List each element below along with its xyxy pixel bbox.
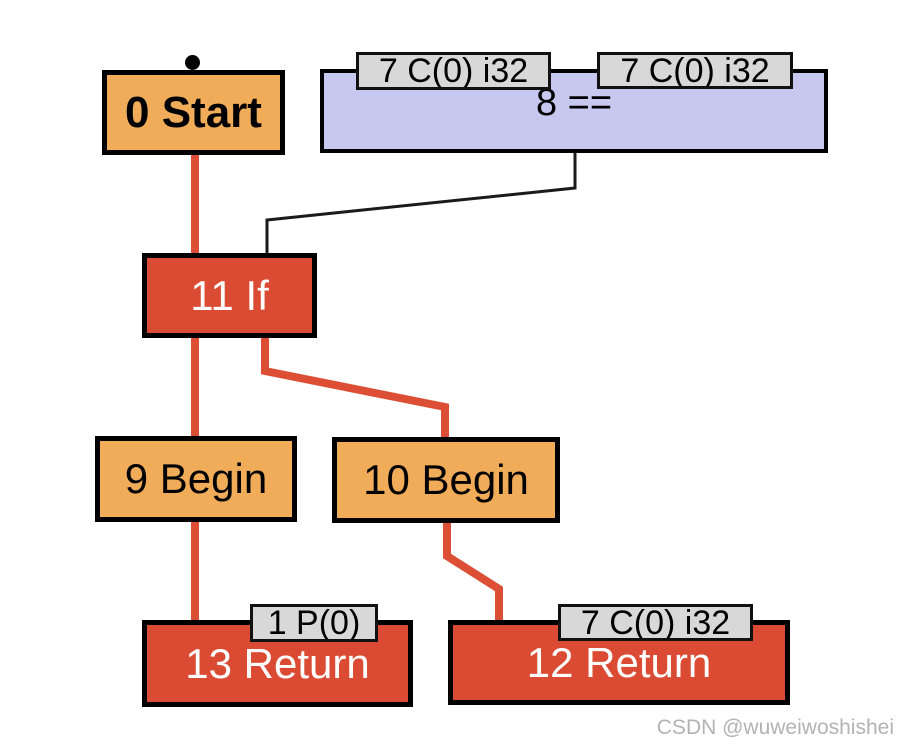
node-10-begin[interactable]: 10 Begin: [332, 437, 560, 523]
edge-eq-to-if: [265, 150, 577, 258]
node-9-begin[interactable]: 9 Begin: [95, 436, 297, 522]
input-tab-label: 7 C(0) i32: [378, 52, 529, 90]
node-0-start[interactable]: 0 Start: [102, 70, 285, 155]
node-label: 0 Start: [125, 87, 262, 137]
node-label: 9 Begin: [124, 455, 268, 502]
input-tab-eq-left[interactable]: 7 C(0) i32: [356, 52, 551, 90]
node-label: 10 Begin: [363, 456, 529, 503]
csdn-watermark: CSDN @wuweiwoshishei: [656, 716, 894, 739]
input-tab-return12[interactable]: 7 C(0) i32: [558, 604, 753, 641]
node-label: 13 Return: [185, 639, 370, 687]
node-11-if[interactable]: 11 If: [142, 253, 317, 338]
input-tab-label: 7 C(0) i32: [580, 604, 731, 641]
input-tab-eq-right[interactable]: 7 C(0) i32: [597, 52, 793, 89]
node-label: 12 Return: [526, 638, 712, 686]
input-tab-label: 7 C(0) i32: [620, 52, 770, 89]
start-anchor-dot: [185, 55, 200, 70]
edge-begin10-to-return12: [443, 519, 503, 624]
edge-if-to-begin10: [261, 334, 449, 442]
input-tab-return13[interactable]: 1 P(0): [250, 604, 378, 642]
node-label: 11 If: [190, 271, 269, 319]
input-tab-label: 1 P(0): [267, 604, 361, 642]
